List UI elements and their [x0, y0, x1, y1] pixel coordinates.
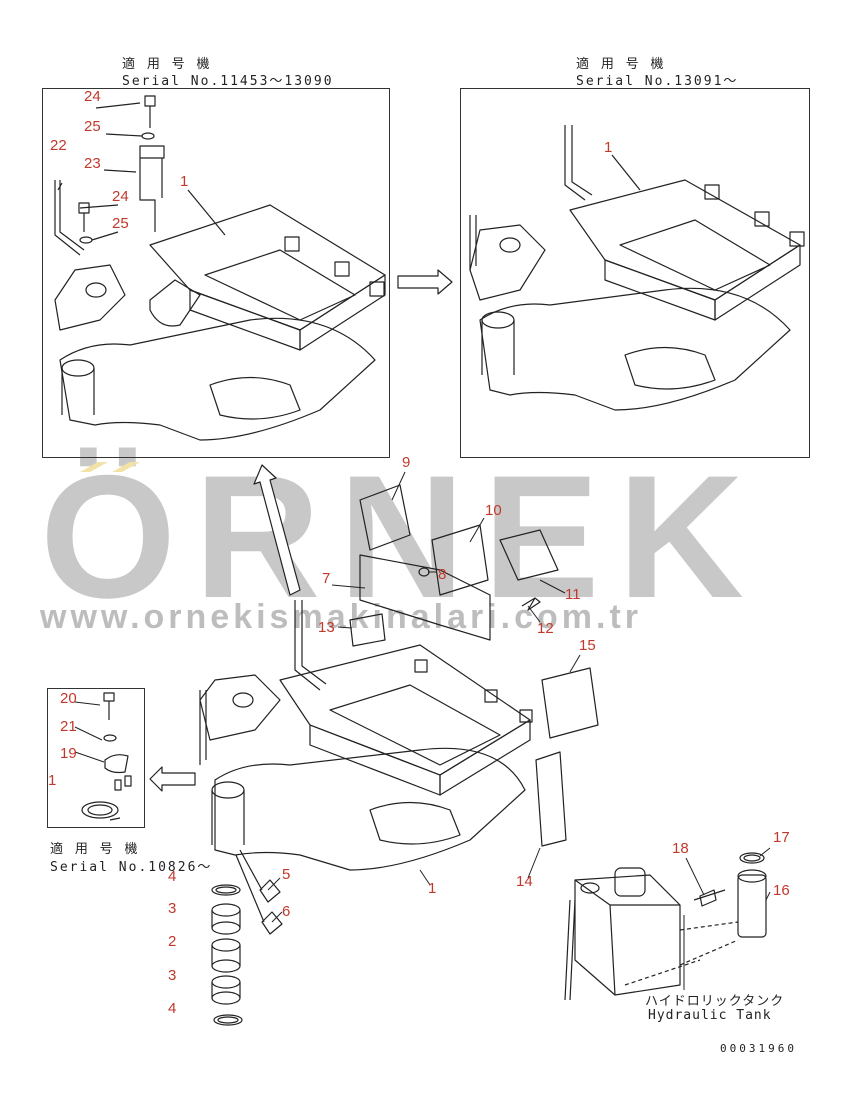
callout-4: 4	[168, 1000, 177, 1017]
callout-10: 10	[485, 502, 502, 519]
callout-7: 7	[322, 570, 331, 587]
callout-9: 9	[402, 454, 411, 471]
caption-top-right-serial: Serial No.13091～	[576, 74, 739, 89]
watermark-url: www.ornekismakinalari.com.tr	[40, 598, 643, 636]
callout-13: 13	[318, 619, 335, 636]
arrow-right-top	[397, 269, 453, 295]
frame-drawing-main	[149, 464, 599, 1026]
callout-5: 5	[282, 866, 291, 883]
callout-19: 19	[60, 745, 77, 762]
callout-25: 25	[112, 215, 129, 232]
inset-panel-top-left	[42, 88, 390, 458]
callout-1: 1	[428, 880, 437, 897]
hydraulic-tank-drawing	[564, 852, 767, 1001]
caption-top-left-serial: Serial No.11453～13090	[122, 74, 334, 89]
callout-3: 3	[168, 900, 177, 917]
callout-3: 3	[168, 967, 177, 984]
callout-21: 21	[60, 718, 77, 735]
callout-1: 1	[180, 173, 189, 190]
callout-18: 18	[672, 840, 689, 857]
callout-1: 1	[48, 772, 57, 789]
inset-panel-bottom-left	[47, 688, 145, 828]
inset-drawing-bottom-left	[81, 692, 132, 821]
caption-tank-en: Hydraulic Tank	[648, 1008, 772, 1023]
callout-11: 11	[565, 586, 581, 603]
frame-drawing-top-right	[469, 125, 805, 411]
callout-17: 17	[773, 829, 790, 846]
callout-1: 1	[604, 139, 613, 156]
caption-bottom-left-ja: 適 用 号 機	[50, 842, 140, 857]
caption-tank-ja: ハイドロリックタンク	[645, 994, 785, 1009]
drawing-number: 00031960	[720, 1042, 797, 1055]
callout-22: 22	[50, 137, 67, 154]
callout-12: 12	[537, 620, 554, 637]
caption-top-right-ja: 適 用 号 機	[576, 57, 666, 72]
callout-20: 20	[60, 690, 77, 707]
callout-24: 24	[112, 188, 129, 205]
frame-drawing-top-left	[54, 95, 386, 441]
callout-14: 14	[516, 873, 533, 890]
inset-panel-top-right	[460, 88, 810, 458]
callout-8: 8	[438, 566, 447, 583]
callout-25: 25	[84, 118, 101, 135]
caption-top-left-ja: 適 用 号 機	[122, 57, 212, 72]
caption-bottom-left-serial: Serial No.10826～	[50, 860, 213, 875]
watermark-brand: ÖRNEK	[40, 440, 762, 635]
callout-4: 4	[168, 868, 177, 885]
callout-15: 15	[579, 637, 596, 654]
callout-24: 24	[84, 88, 101, 105]
callout-6: 6	[282, 903, 291, 920]
callout-2: 2	[168, 933, 177, 950]
callout-16: 16	[773, 882, 790, 899]
callout-23: 23	[84, 155, 101, 172]
